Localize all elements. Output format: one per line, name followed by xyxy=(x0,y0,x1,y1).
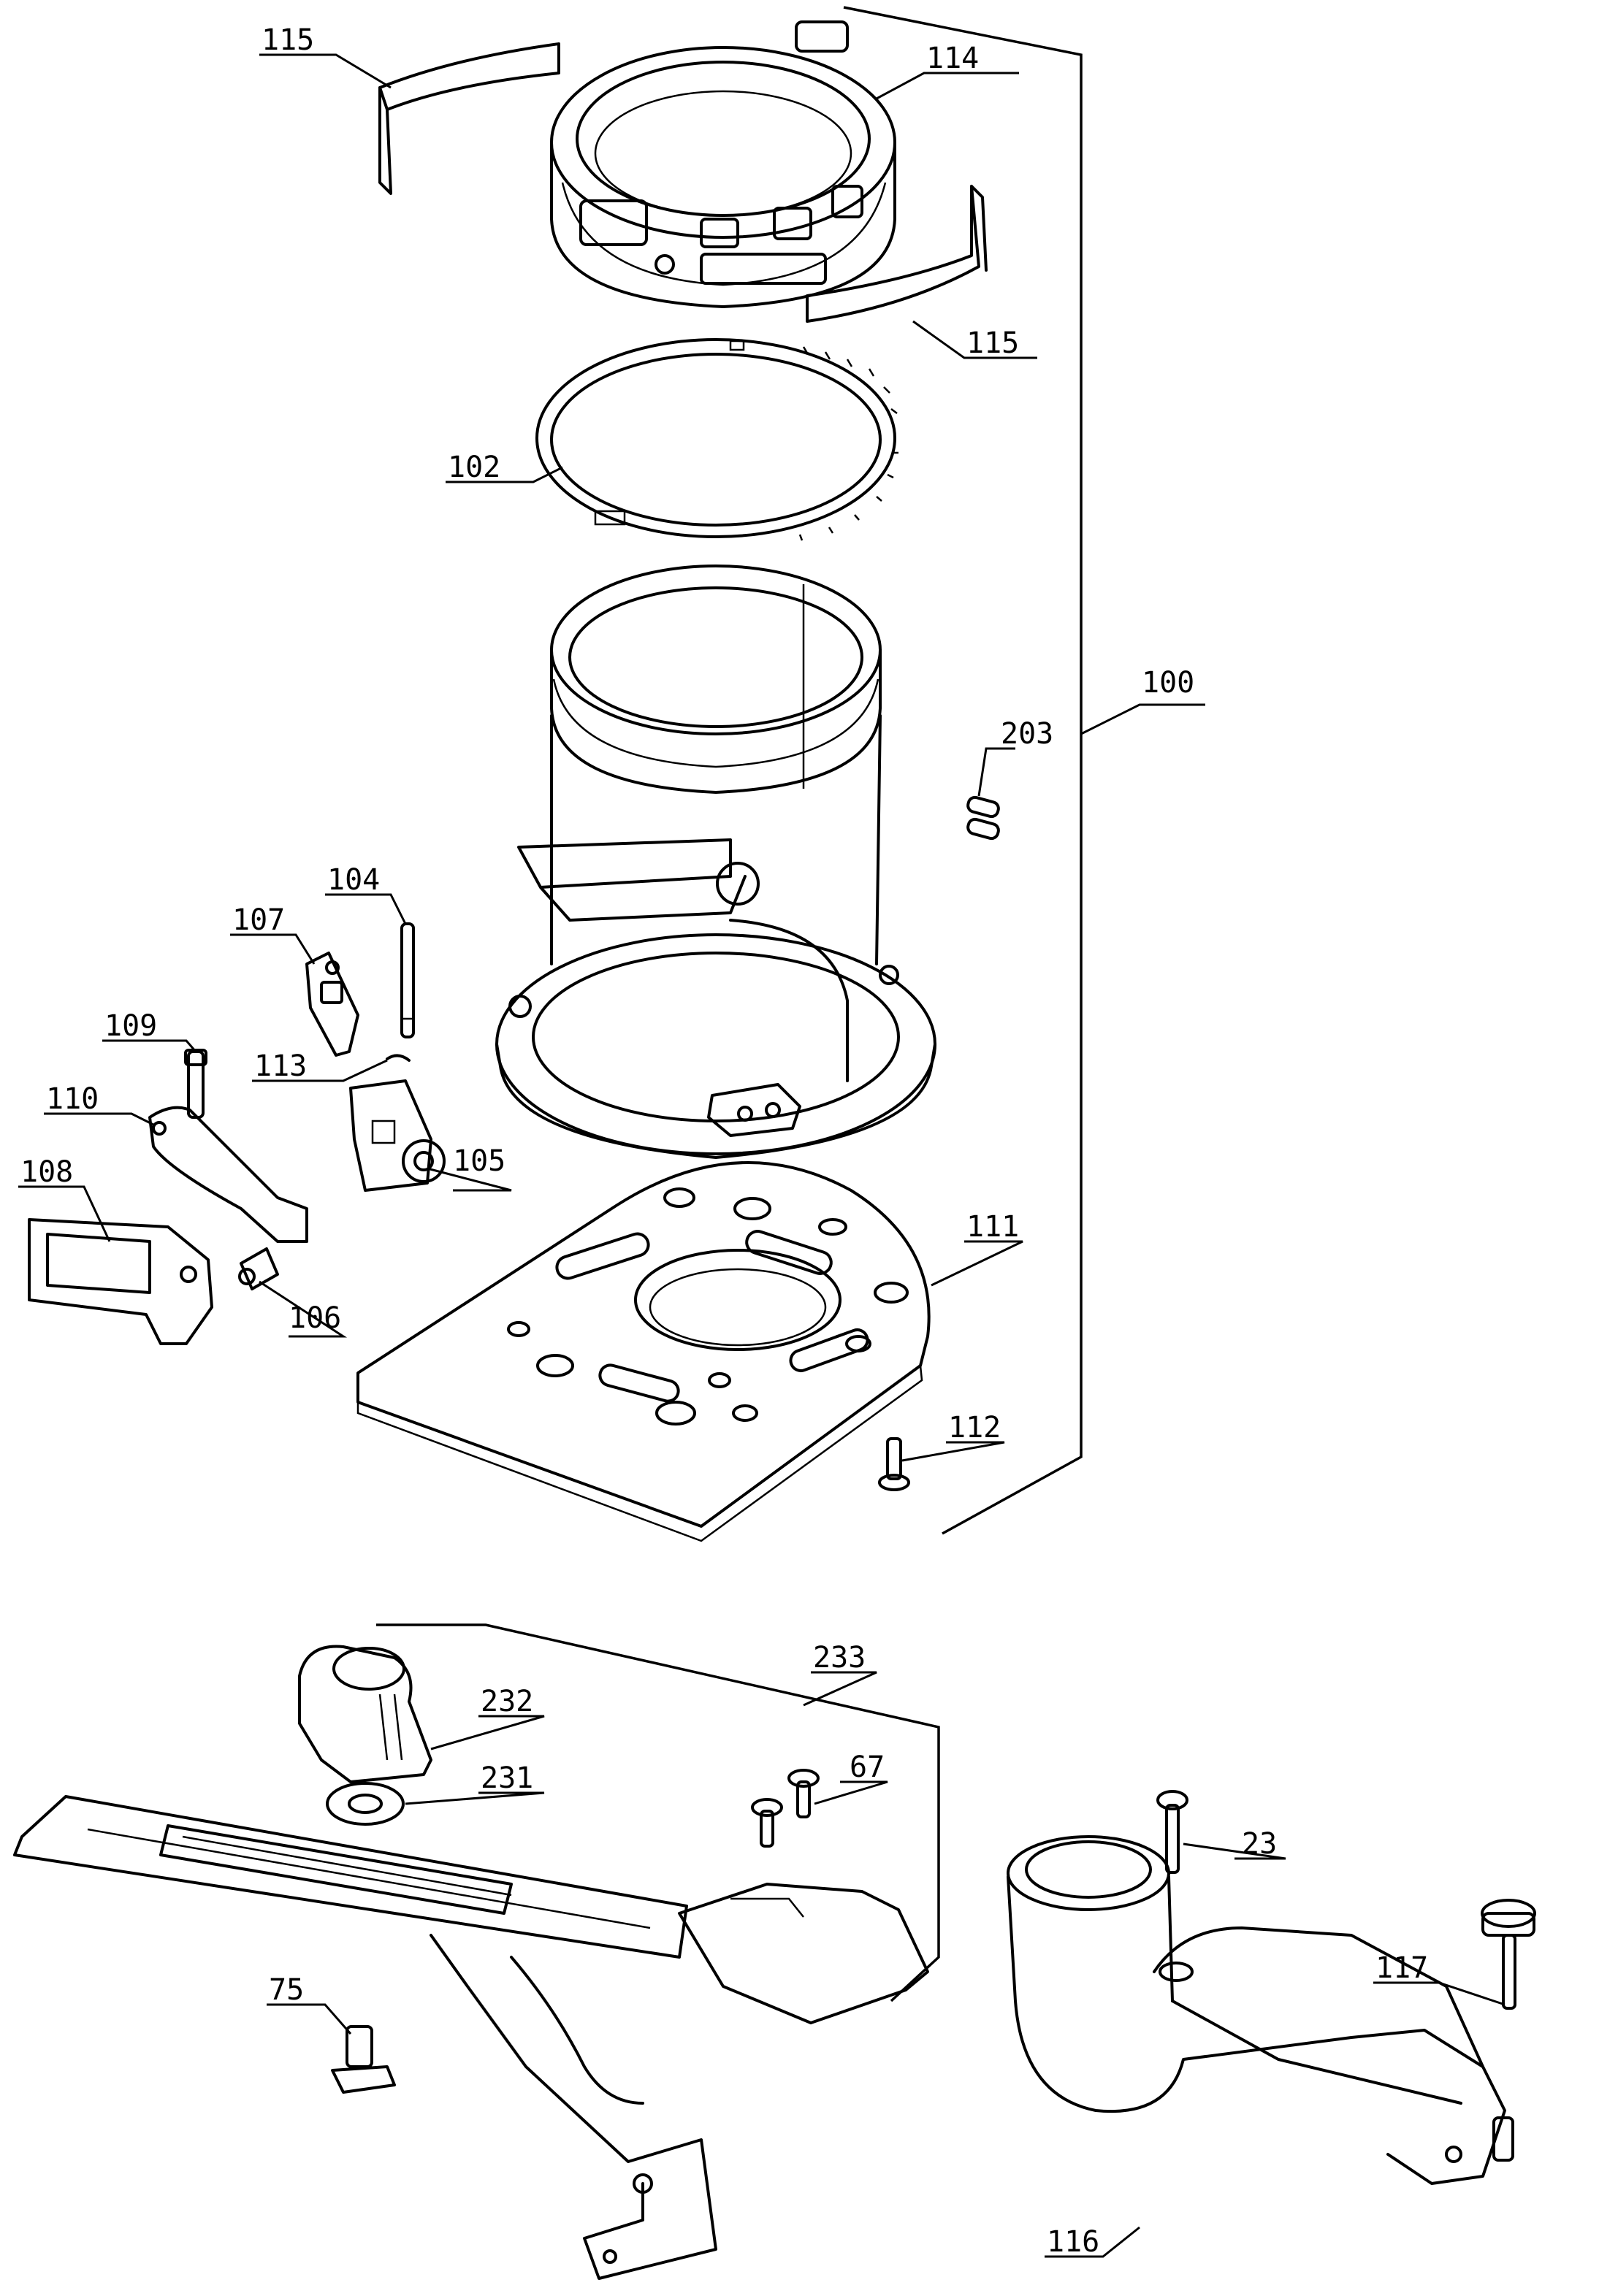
callout-75: 75 xyxy=(269,1973,304,2007)
part-108-handle xyxy=(28,1218,213,1345)
callout-117: 117 xyxy=(1375,1951,1428,1985)
callout-106: 106 xyxy=(289,1301,341,1335)
callout-111: 111 xyxy=(966,1210,1019,1244)
part-113-e-clip xyxy=(386,1054,411,1062)
callout-203: 203 xyxy=(1001,717,1053,751)
callout-110: 110 xyxy=(46,1082,99,1116)
callout-114: 114 xyxy=(926,42,979,75)
part-67-screws xyxy=(751,1769,820,1848)
part-102-depth-scale-ring xyxy=(535,338,898,541)
callout-115-right: 115 xyxy=(966,326,1019,360)
callout-115-left: 115 xyxy=(262,23,314,57)
callout-105: 105 xyxy=(453,1144,505,1178)
part-110-lever xyxy=(148,1106,308,1243)
callout-100: 100 xyxy=(1142,666,1194,700)
callout-107: 107 xyxy=(232,903,285,937)
part-232-knob xyxy=(298,1645,432,1783)
callout-231: 231 xyxy=(481,1761,533,1795)
callout-113: 113 xyxy=(254,1049,307,1083)
part-112-screw xyxy=(878,1437,910,1491)
callout-233: 233 xyxy=(813,1641,866,1675)
part-116-adapter xyxy=(1007,1835,1514,2185)
part-115-shim-right xyxy=(806,185,988,323)
part-109-screw xyxy=(184,1049,207,1119)
callout-102: 102 xyxy=(448,451,500,484)
callout-104: 104 xyxy=(327,863,380,897)
callout-232: 232 xyxy=(481,1685,533,1718)
base-housing xyxy=(495,565,936,1159)
part-106-bushing xyxy=(238,1247,279,1290)
callout-23: 23 xyxy=(1242,1827,1277,1861)
part-23-screw xyxy=(1156,1790,1188,1874)
callout-109: 109 xyxy=(104,1009,157,1043)
part-104-pin xyxy=(400,922,415,1038)
bracket-233 xyxy=(376,1623,940,2002)
callout-108: 108 xyxy=(20,1155,73,1189)
leader-lines xyxy=(18,53,1505,2258)
part-114-clamp-ring xyxy=(550,20,896,308)
part-105-lock-block xyxy=(349,1079,446,1192)
part-107-clip xyxy=(305,952,359,1057)
part-115-shim-left xyxy=(378,42,560,195)
part-203-set-screws xyxy=(966,795,1000,841)
part-111-base-plate xyxy=(356,1161,931,1542)
callout-67: 67 xyxy=(850,1750,885,1784)
callout-116: 116 xyxy=(1047,2225,1099,2259)
callout-112: 112 xyxy=(948,1411,1001,1444)
part-75-bolt xyxy=(331,2025,396,2094)
bracket-100 xyxy=(843,6,1083,1535)
part-117-knob-screw xyxy=(1481,1899,1536,2010)
part-233-edge-guide xyxy=(13,1795,929,2280)
part-231-washer xyxy=(326,1782,405,1826)
